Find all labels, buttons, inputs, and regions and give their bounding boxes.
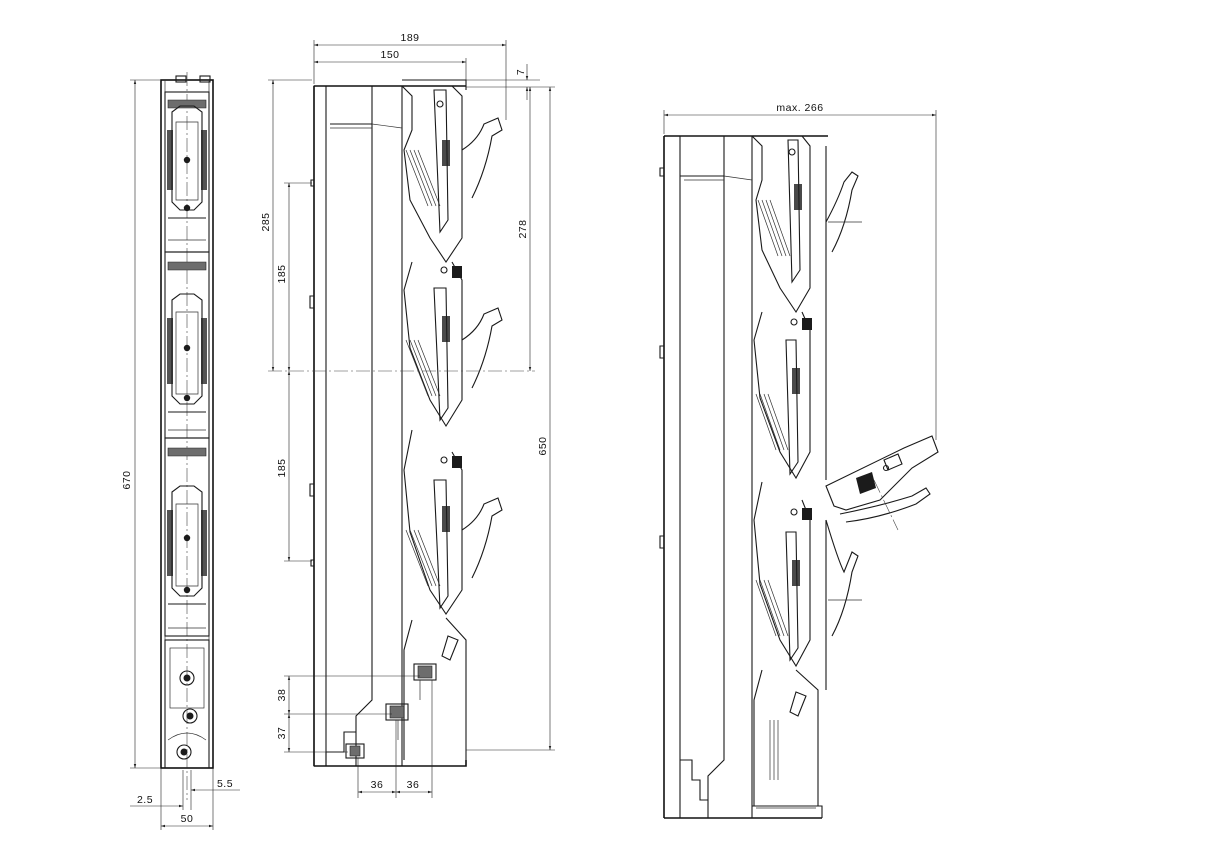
side-bottom-36b-dimension: 36 bbox=[407, 779, 420, 791]
side-terminal bbox=[345, 617, 467, 760]
open-view: max. 266 bbox=[659, 102, 939, 819]
side-bottom-36a-dimension: 36 bbox=[371, 779, 384, 791]
side-fuse-carrier-3 bbox=[403, 429, 503, 615]
open-terminal bbox=[753, 669, 819, 806]
side-height-dimension: 650 bbox=[537, 436, 549, 455]
front-height-dimension: 670 bbox=[121, 470, 133, 489]
side-fuse-carrier-2 bbox=[403, 261, 503, 428]
side-terminal-37-dimension: 37 bbox=[276, 727, 288, 740]
side-view: 189 150 7 285 185 185 278 650 bbox=[260, 32, 555, 798]
side-pitch-a-dimension: 185 bbox=[276, 264, 288, 283]
open-fuse-carrier-swung bbox=[825, 435, 939, 531]
front-offset-right-dimension: 5.5 bbox=[217, 778, 233, 790]
side-terminal-38-dimension: 38 bbox=[276, 689, 288, 702]
side-depth-body-dimension: 150 bbox=[380, 49, 399, 61]
front-terminal-block bbox=[164, 639, 210, 769]
front-width-dimension: 50 bbox=[181, 813, 194, 825]
open-fuse-carrier-3 bbox=[753, 481, 862, 690]
side-right-pitch-dimension: 278 bbox=[517, 219, 529, 238]
front-view: 670 50 2.5 5.5 bbox=[121, 72, 240, 830]
side-pitch-b-dimension: 185 bbox=[276, 458, 288, 477]
open-max-depth-dimension: max. 266 bbox=[776, 102, 823, 114]
side-upper-pitch-dimension: 285 bbox=[260, 212, 272, 231]
side-top-offset-dimension: 7 bbox=[515, 69, 527, 75]
open-fuse-carrier-2 bbox=[753, 300, 827, 480]
side-depth-overall-dimension: 189 bbox=[400, 32, 419, 44]
open-fuse-carrier-1 bbox=[751, 135, 862, 314]
front-offset-left-dimension: 2.5 bbox=[137, 794, 153, 806]
front-fuse-module-3 bbox=[164, 437, 210, 637]
side-fuse-carrier-1 bbox=[401, 85, 503, 263]
